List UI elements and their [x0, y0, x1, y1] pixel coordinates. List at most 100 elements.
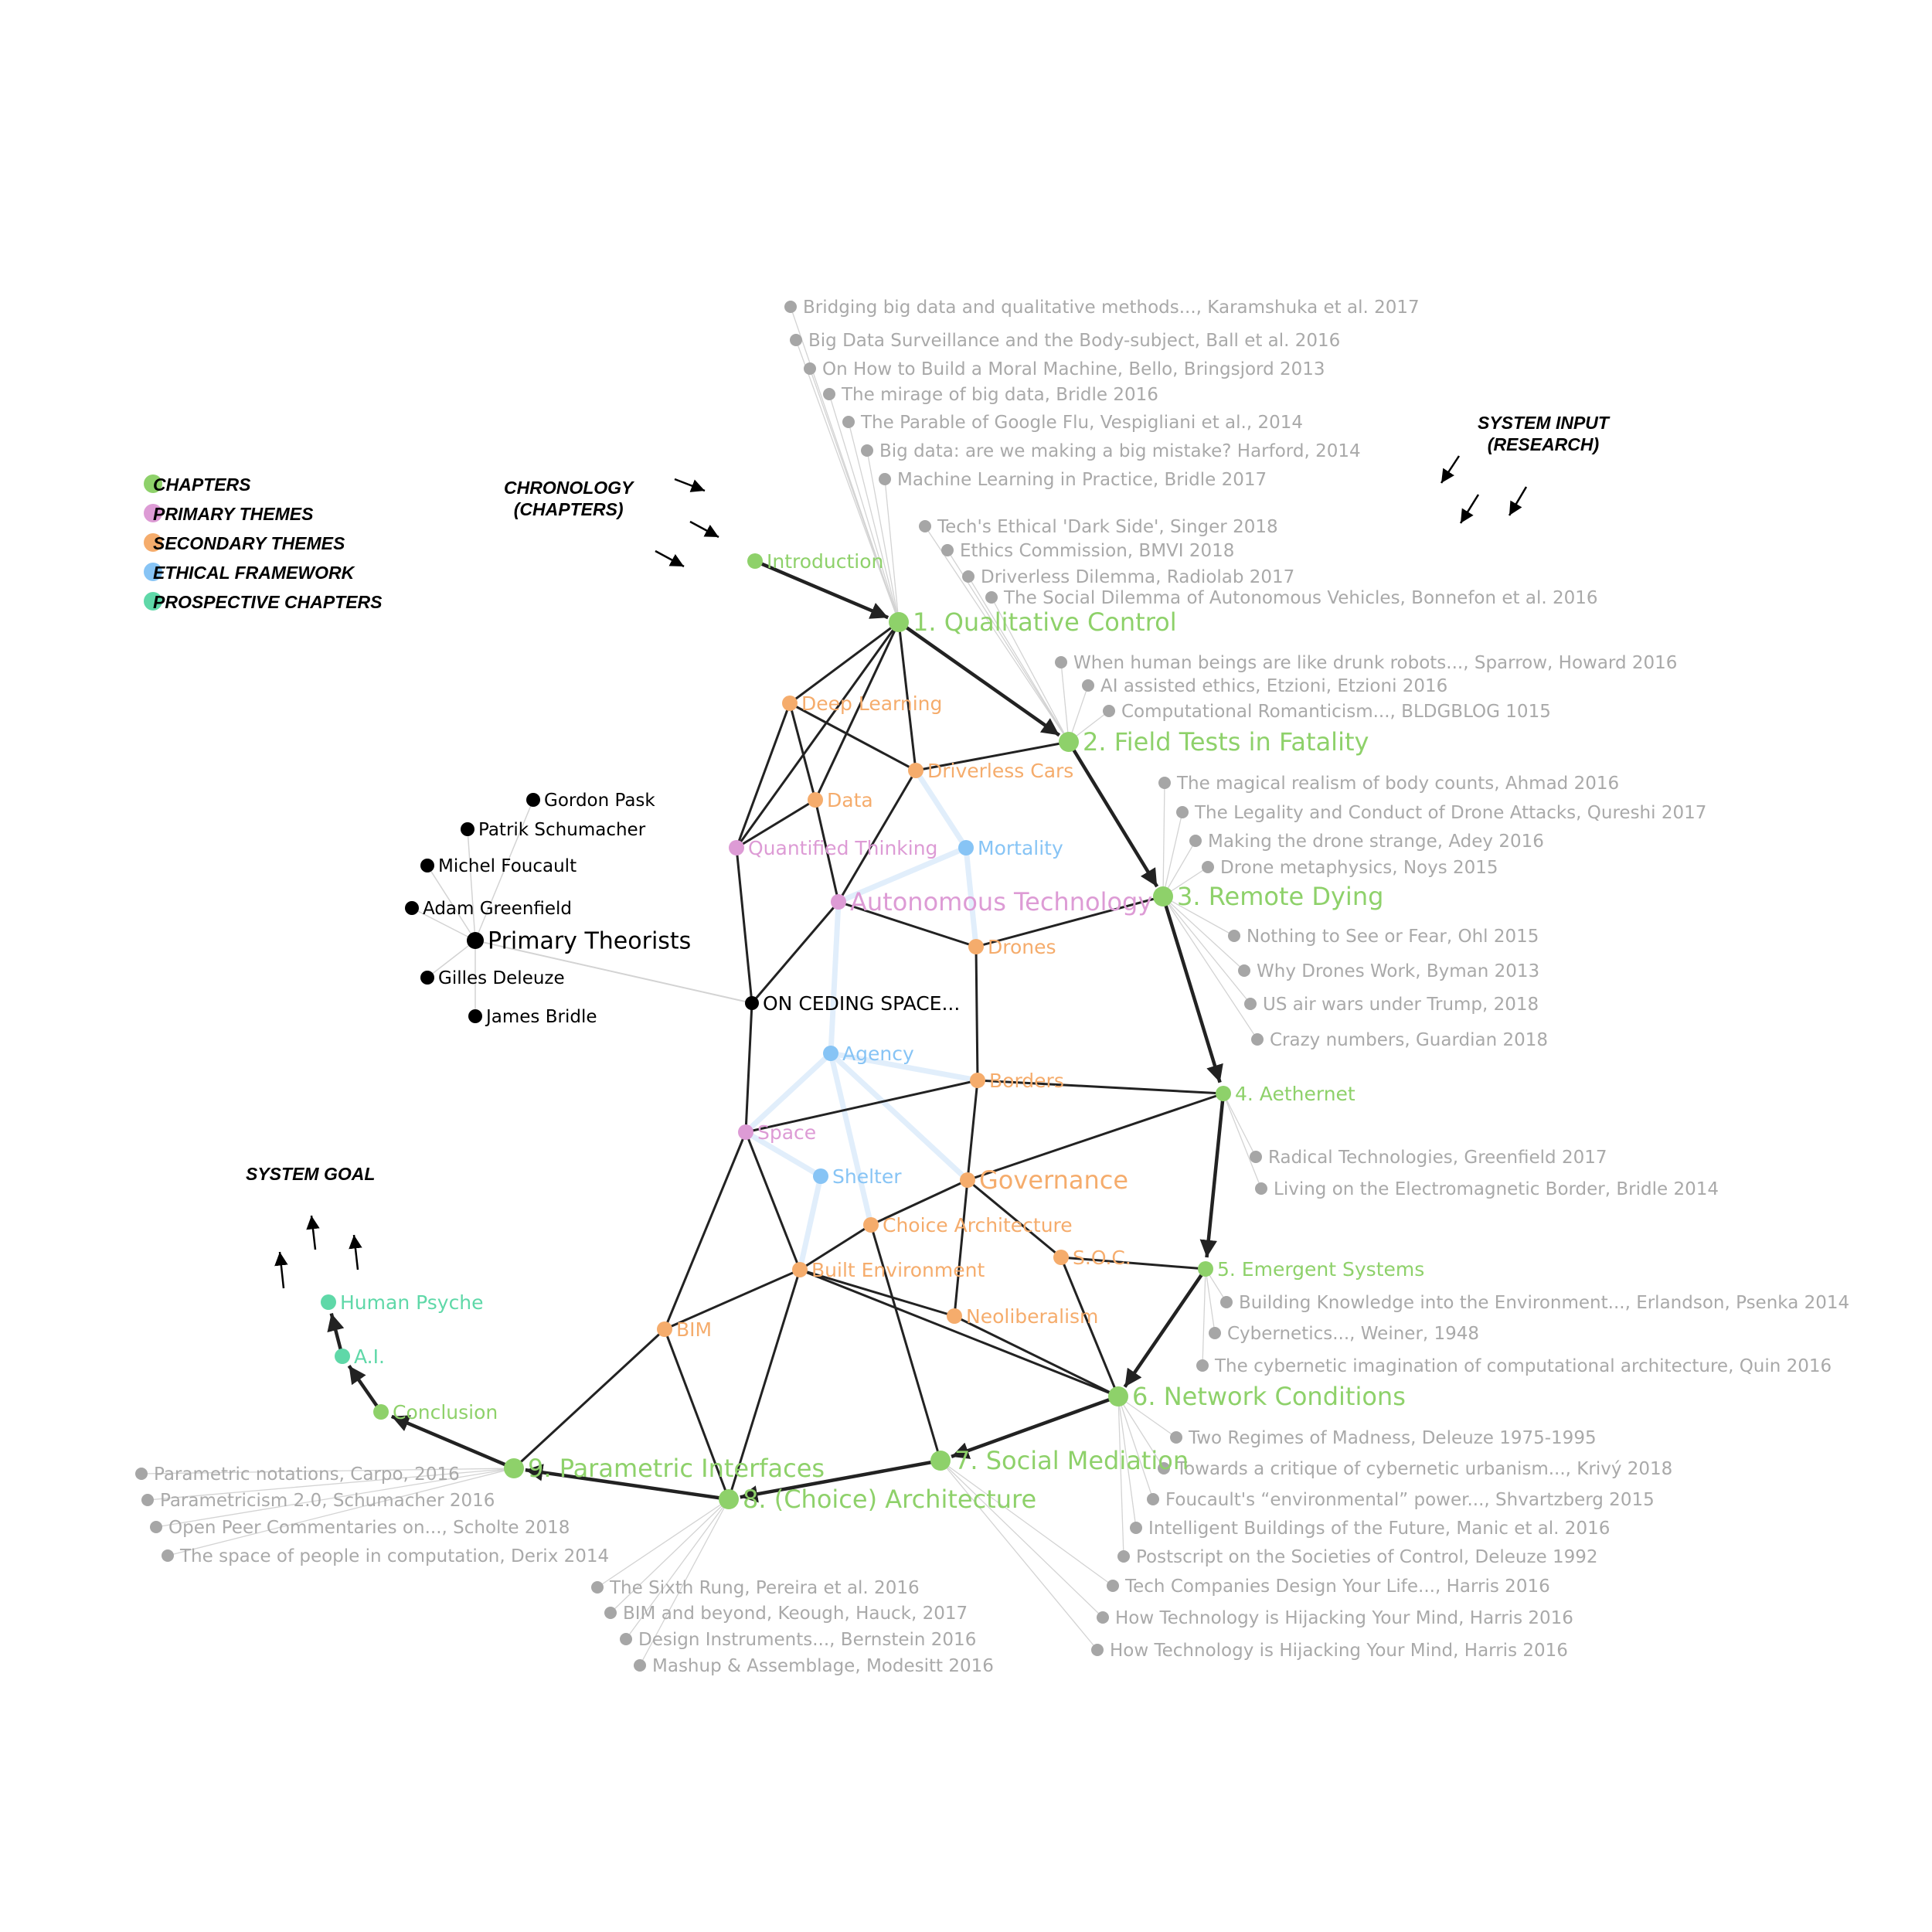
reference-edge [940, 1460, 1114, 1587]
node-patrik-schumacher: Patrik Schumacher [461, 820, 646, 840]
node-dot [1216, 1086, 1231, 1101]
reference-node: Drone metaphysics, Noys 2015 [1202, 858, 1498, 878]
reference-label: Living on the Electromagnetic Border, Br… [1274, 1179, 1719, 1199]
node-label: Michel Foucault [438, 856, 577, 876]
node-neoliberalism: Neoliberalism [947, 1305, 1098, 1328]
node-label: S.O.C. [1073, 1247, 1131, 1269]
reference-label: Bridging big data and qualitative method… [803, 298, 1420, 318]
reference-edge [1162, 896, 1245, 971]
reference-node: Towards a critique of cybernetic urbanis… [1158, 1459, 1672, 1479]
node-label: Deep Learning [801, 692, 942, 715]
chronology-arrow [1067, 740, 1159, 888]
reference-label: Radical Technologies, Greenfield 2017 [1268, 1148, 1607, 1168]
reference-dot [162, 1549, 174, 1562]
node-label: 6. Network Conditions [1132, 1382, 1406, 1411]
node-dot [1059, 732, 1079, 752]
theme-edge [966, 1080, 979, 1181]
node-gordon-pask: Gordon Pask [526, 791, 655, 811]
reference-label: Computational Romanticism..., BLDGBLOG 1… [1121, 702, 1551, 722]
reference-dot [150, 1521, 162, 1533]
reference-label: Foucault's “environmental” power..., Shv… [1165, 1490, 1655, 1510]
reference-dot [1117, 1550, 1130, 1563]
reference-label: BIM and beyond, Keough, Hauck, 2017 [623, 1604, 968, 1624]
node-label: Gordon Pask [544, 791, 655, 811]
decorative-arrow [689, 520, 719, 539]
chronology-arrow [347, 1365, 383, 1413]
node-human-psyche: Human Psyche [321, 1291, 484, 1314]
reference-node: BIM and beyond, Keough, Hauck, 2017 [604, 1604, 968, 1624]
node-label: 3. Remote Dying [1177, 882, 1383, 911]
reference-dot [1170, 1431, 1182, 1444]
reference-label: Parametricism 2.0, Schumacher 2016 [160, 1491, 495, 1511]
node-label: Agency [842, 1043, 914, 1065]
reference-node: Parametricism 2.0, Schumacher 2016 [141, 1491, 495, 1511]
node-dot [373, 1404, 389, 1420]
reference-label: The magical realism of body counts, Ahma… [1176, 774, 1619, 794]
decorative-arrow [1440, 455, 1461, 484]
node-dot [719, 1489, 739, 1509]
reference-dot [842, 416, 855, 428]
reference-label: Ethics Commission, BMVI 2018 [960, 541, 1234, 561]
reference-dot [1055, 656, 1067, 668]
node-3-remote-dying: 3. Remote Dying [1153, 882, 1383, 911]
node-introduction: Introduction [747, 550, 883, 573]
legend-dot [144, 592, 162, 611]
ethical-edge [828, 899, 842, 1056]
node-label: Space [757, 1121, 816, 1144]
theme-edge [814, 799, 840, 903]
reference-edge [1117, 1396, 1177, 1438]
reference-label: The mirage of big data, Bridle 2016 [841, 385, 1158, 405]
reference-label: AI assisted ethics, Etzioni, Etzioni 201… [1100, 676, 1447, 696]
node-label: Mortality [978, 837, 1063, 859]
node-primary-theorists: Primary Theorists [467, 928, 691, 955]
reference-node: On How to Build a Moral Machine, Bello, … [804, 359, 1325, 379]
reference-node: The magical realism of body counts, Ahma… [1158, 774, 1619, 794]
node-autonomous-technology: Autonomous Technology [831, 887, 1152, 917]
legend-dot [144, 563, 162, 581]
node-label: 7. Social Mediation [954, 1446, 1189, 1475]
reference-label: Driverless Dilemma, Radiolab 2017 [981, 567, 1294, 587]
legend-label: CHAPTERS [153, 474, 251, 495]
node-shelter: Shelter [813, 1165, 902, 1188]
node-dot [420, 859, 434, 872]
reference-dot [1147, 1493, 1159, 1505]
reference-label: Why Drones Work, Byman 2013 [1257, 961, 1539, 981]
reference-edge [1117, 1396, 1124, 1557]
reference-node: Open Peer Commentaries on..., Scholte 20… [150, 1518, 570, 1538]
reference-dot [620, 1633, 632, 1645]
reference-node: How Technology is Hijacking Your Mind, H… [1097, 1608, 1573, 1628]
node-8-choice-architecture: 8. (Choice) Architecture [719, 1485, 1036, 1514]
node-choice-architecture: Choice Architecture [863, 1214, 1073, 1236]
reference-node: Building Knowledge into the Environment.… [1220, 1293, 1849, 1313]
ethical-edge [963, 845, 979, 950]
node-label: 8. (Choice) Architecture [743, 1485, 1036, 1514]
system-goal-title: SYSTEM GOAL [246, 1164, 376, 1184]
reference-dot [1228, 930, 1240, 942]
reference-label: Crazy numbers, Guardian 2018 [1270, 1030, 1548, 1050]
reference-edge [1162, 896, 1251, 1005]
theorist-edge [427, 940, 476, 978]
node-drones: Drones [968, 936, 1056, 958]
reference-dot [591, 1581, 604, 1594]
reference-edge [940, 1460, 1104, 1618]
reference-edges [141, 306, 1262, 1666]
node-label: BIM [676, 1318, 712, 1341]
node-dot [747, 553, 763, 569]
reference-label: The Parable of Google Flu, Vespigliani e… [860, 413, 1303, 433]
node-label: Neoliberalism [966, 1305, 1098, 1328]
reference-node: Parametric notations, Carpo, 2016 [135, 1464, 460, 1485]
reference-node: Intelligent Buildings of the Future, Man… [1130, 1519, 1610, 1539]
theme-edge [915, 740, 1070, 772]
theme-edge [869, 1224, 942, 1461]
node-label: Borders [989, 1070, 1064, 1092]
node-label: 1. Qualitative Control [913, 607, 1177, 637]
decorative-arrow [349, 1234, 362, 1270]
reference-node: Nothing to See or Fear, Ohl 2015 [1228, 927, 1539, 947]
reference-label: How Technology is Hijacking Your Mind, H… [1110, 1641, 1568, 1661]
reference-edge [968, 576, 1070, 743]
reference-dot [1103, 705, 1115, 717]
reference-edge [141, 1468, 515, 1475]
node-label: Gilles Deleuze [438, 968, 565, 988]
reference-dot [823, 388, 835, 400]
reference-label: Open Peer Commentaries on..., Scholte 20… [168, 1518, 570, 1538]
